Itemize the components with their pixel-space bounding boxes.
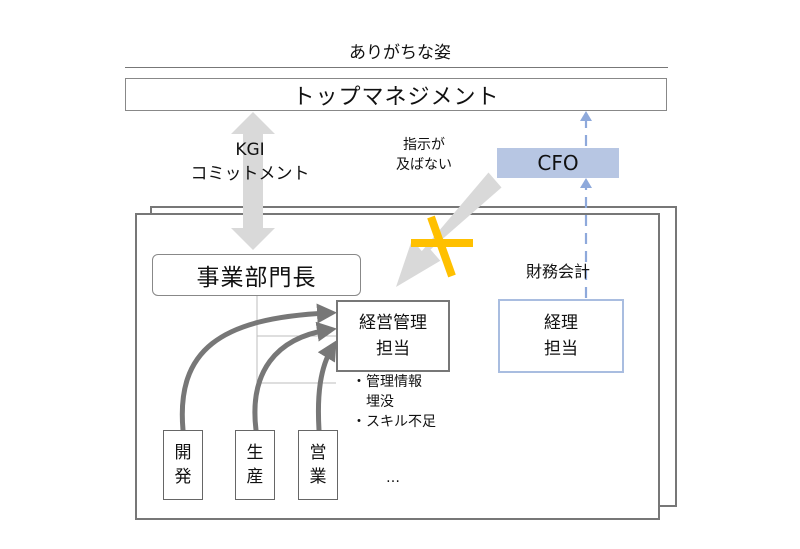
instruction-label-line-2: 及ばない bbox=[396, 157, 452, 173]
issues-list: ・管理情報 埋没 ・スキル不足 bbox=[352, 374, 436, 430]
accounting-line-2: 担当 bbox=[544, 339, 578, 359]
blocked-cross-icon bbox=[411, 215, 473, 278]
department-development: 開 発 bbox=[163, 430, 203, 500]
kgi-label-line-1: KGI bbox=[235, 140, 265, 160]
department-production-char-2: 産 bbox=[246, 467, 264, 487]
sales-flow-arrow bbox=[315, 340, 337, 433]
department-development-char-1: 開 bbox=[174, 443, 192, 463]
accounting-line-1: 経理 bbox=[544, 313, 578, 333]
department-sales-char-2: 業 bbox=[309, 467, 327, 487]
cfo-box: CFO bbox=[497, 148, 619, 178]
financial-accounting-label: 財務会計 bbox=[526, 262, 591, 281]
management-accounting-box: 経営管理 担当 bbox=[336, 300, 450, 372]
instruction-not-reaching-label: 指示が 及ばない bbox=[384, 135, 464, 175]
department-production: 生 産 bbox=[235, 430, 275, 500]
development-flow-arrow bbox=[179, 303, 337, 433]
department-head-box: 事業部門長 bbox=[152, 254, 361, 296]
accounting-to-cfo-arrowhead bbox=[580, 178, 592, 188]
cfo-to-top-arrowhead bbox=[580, 111, 592, 121]
department-sales-char-1: 営 bbox=[309, 443, 327, 463]
production-flow-arrow bbox=[252, 321, 337, 433]
more-departments-ellipsis: … bbox=[386, 470, 401, 486]
department-production-char-1: 生 bbox=[246, 443, 264, 463]
management-accounting-line-1: 経営管理 bbox=[359, 313, 427, 333]
title-divider bbox=[125, 67, 668, 68]
kgi-commitment-label: KGI コミットメント bbox=[180, 138, 320, 186]
kgi-commitment-double-arrow bbox=[231, 112, 275, 250]
blocked-instruction-arrow bbox=[396, 172, 502, 287]
diagram-title: ありがちな姿 bbox=[349, 43, 451, 63]
top-management-box: トップマネジメント bbox=[125, 78, 667, 111]
instruction-label-line-1: 指示が bbox=[403, 137, 445, 153]
kgi-label-line-2: コミットメント bbox=[190, 164, 310, 184]
department-sales: 営 業 bbox=[298, 430, 338, 500]
accounting-box: 経理 担当 bbox=[498, 299, 624, 373]
department-development-char-2: 発 bbox=[174, 467, 192, 487]
management-accounting-line-2: 担当 bbox=[376, 339, 410, 359]
